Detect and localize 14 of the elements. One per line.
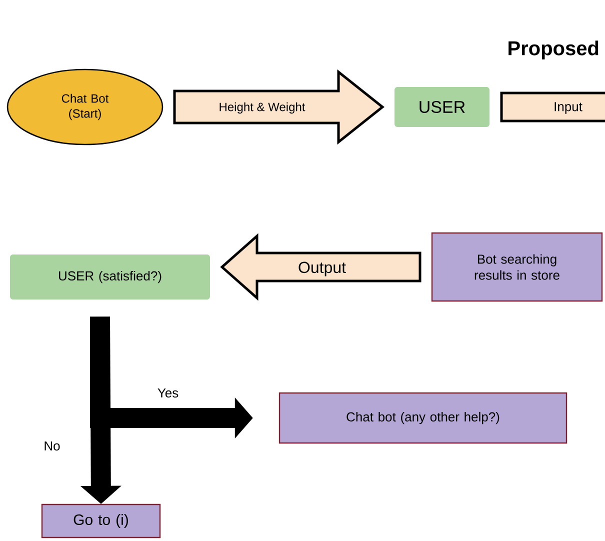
block-arrow <box>500 92 605 122</box>
block-arrow <box>173 69 385 145</box>
user-box: USER (satisfied?) <box>10 254 210 300</box>
edge-label: Input <box>554 102 582 114</box>
edge-label: Height & Weight <box>220 102 306 114</box>
edge-label: Yes <box>158 388 178 398</box>
process-box: Chat bot (any other help?) <box>278 392 568 444</box>
process-box: Go to (i) <box>41 504 161 538</box>
edge-label: Output <box>298 262 346 276</box>
user-box: USER <box>394 87 490 127</box>
block-arrow <box>220 233 422 301</box>
title: Proposed <box>508 40 598 60</box>
process-box: Bot searching results in store <box>431 232 603 302</box>
edge-label: No <box>44 441 60 451</box>
